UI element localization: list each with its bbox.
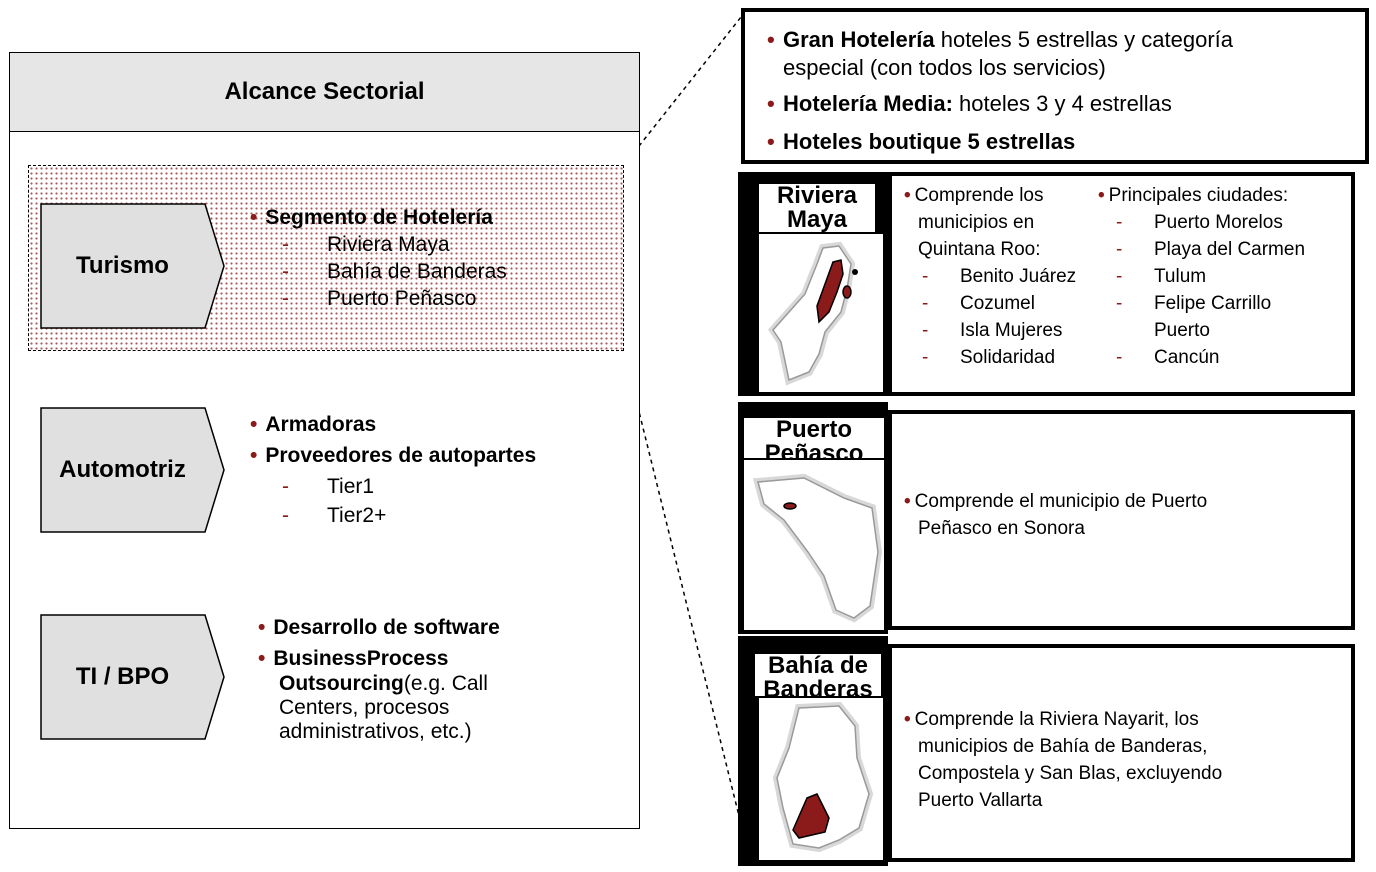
bullet-icon: • bbox=[904, 491, 911, 512]
bullet-icon: • bbox=[767, 91, 775, 116]
list-item-cont: Outsourcing(e.g. Call bbox=[279, 672, 488, 695]
category-hoteleria-media: •Hotelería Media: hoteles 3 y 4 estrella… bbox=[767, 91, 1172, 116]
list-item: •Segmento de Hotelería bbox=[250, 206, 493, 229]
bullet-icon: • bbox=[767, 129, 775, 154]
list-item: •BusinessProcess bbox=[258, 647, 449, 670]
list-subitem: -Solidaridad bbox=[904, 344, 1094, 371]
bullet-icon: • bbox=[1098, 185, 1105, 206]
list-subitem: -Cancún bbox=[1098, 344, 1354, 371]
list-item-cont: administrativos, etc.) bbox=[279, 720, 472, 743]
bullet-icon: • bbox=[250, 413, 258, 436]
dash-icon: - bbox=[282, 504, 289, 527]
region-desc-puerto-penasco: •Comprende el municipio de Puerto Peñasc… bbox=[888, 410, 1355, 630]
bullet-icon: • bbox=[904, 185, 911, 206]
list-item-cont: Centers, procesos bbox=[279, 696, 450, 719]
cities-column: •Principales ciudades: -Puerto Morelos -… bbox=[1098, 182, 1354, 371]
map-nayarit-icon bbox=[759, 698, 883, 860]
list-item: •Desarrollo de software bbox=[258, 616, 500, 639]
list-item: •Proveedores de autopartes bbox=[250, 444, 537, 467]
turismo-bullets: •Segmento de Hotelería -Riviera Maya -Ba… bbox=[250, 204, 507, 312]
automotriz-bullets: •Armadoras •Proveedores de autopartes -T… bbox=[250, 411, 536, 529]
panel-header-text: Alcance Sectorial bbox=[224, 78, 425, 105]
description-text: •Comprende la Riviera Nayarit, los munic… bbox=[904, 709, 1223, 811]
list-subitem: -Bahía de Banderas bbox=[282, 260, 507, 283]
dash-icon: - bbox=[1116, 239, 1123, 260]
list-subitem: -Puerto Morelos bbox=[1098, 209, 1354, 236]
list-item: •Armadoras bbox=[250, 413, 377, 436]
bullet-icon: • bbox=[258, 647, 266, 670]
chevron-ti-bpo bbox=[40, 614, 225, 740]
ti-bpo-bullets: •Desarrollo de software •BusinessProcess… bbox=[258, 614, 500, 744]
panel-header: Alcance Sectorial bbox=[9, 52, 640, 132]
list-subitem: -Cozumel bbox=[904, 290, 1094, 317]
sector-label-automotriz: Automotriz bbox=[59, 456, 186, 483]
description-text: •Comprende el municipio de Puerto Peñasc… bbox=[904, 491, 1208, 539]
dash-icon: - bbox=[922, 293, 929, 314]
list-subitem: -Isla Mujeres bbox=[904, 317, 1094, 344]
sector-label-turismo: Turismo bbox=[76, 252, 169, 279]
bullet-icon: • bbox=[250, 444, 258, 467]
dash-icon: - bbox=[282, 233, 289, 256]
dash-icon: - bbox=[282, 475, 289, 498]
bullet-icon: • bbox=[767, 27, 775, 52]
municipalities-column: •Comprende los municipios en Quintana Ro… bbox=[904, 182, 1094, 371]
map-quintana-roo-icon bbox=[759, 234, 883, 392]
dash-icon: - bbox=[1116, 212, 1123, 233]
list-subitem: -Tulum bbox=[1098, 263, 1354, 290]
list-subitem: -Playa del Carmen bbox=[1098, 236, 1354, 263]
list-subitem: -Felipe Carrillo bbox=[1098, 290, 1354, 317]
dash-icon: - bbox=[1116, 266, 1123, 287]
map-sonora-icon bbox=[744, 460, 884, 630]
hotel-categories-box: •Gran Hotelería hoteles 5 estrellas y ca… bbox=[741, 8, 1369, 164]
category-boutique: •Hoteles boutique 5 estrellas bbox=[767, 129, 1076, 154]
category-gran-hoteleria-cont: especial (con todos los servicios) bbox=[783, 55, 1106, 80]
dash-icon: - bbox=[1116, 347, 1123, 368]
list-subitem: -Tier1 bbox=[282, 475, 375, 498]
sector-label-ti-bpo: TI / BPO bbox=[75, 663, 170, 690]
list-subitem: -Riviera Maya bbox=[282, 233, 450, 256]
dash-icon: - bbox=[282, 287, 289, 310]
category-gran-hoteleria: •Gran Hotelería hoteles 5 estrellas y ca… bbox=[767, 27, 1233, 52]
dash-icon: - bbox=[282, 260, 289, 283]
dash-icon: - bbox=[922, 320, 929, 341]
list-subitem: -Benito Juárez bbox=[904, 263, 1094, 290]
list-subitem: -Tier2+ bbox=[282, 504, 387, 527]
list-subitem: -Puerto Peñasco bbox=[282, 287, 477, 310]
dash-icon: - bbox=[922, 266, 929, 287]
dash-icon: - bbox=[1116, 293, 1123, 314]
bullet-icon: • bbox=[250, 206, 258, 229]
bullet-icon: • bbox=[904, 709, 911, 730]
dash-icon: - bbox=[922, 347, 929, 368]
chevron-automotriz bbox=[40, 407, 225, 533]
region-desc-bahia-de-banderas: •Comprende la Riviera Nayarit, los munic… bbox=[888, 644, 1355, 862]
chevron-turismo bbox=[40, 203, 225, 329]
region-desc-riviera-maya: •Comprende los municipios en Quintana Ro… bbox=[888, 172, 1355, 396]
bullet-icon: • bbox=[258, 616, 266, 639]
